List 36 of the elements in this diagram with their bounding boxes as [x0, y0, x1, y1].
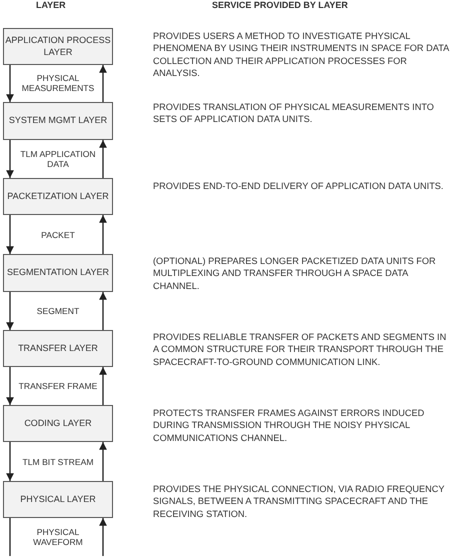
layer-box: [3, 178, 113, 215]
column-heading: LAYER: [36, 0, 66, 10]
arrow: [99, 292, 107, 330]
description-text: PROVIDES USERS A METHOD TO INVESTIGATE PHYSICAL PHENOMENA BY USING THEIR INSTRUMENTS IN SPACE FOR DATA COLLECTION AND THEIR APPLICATION PROCESSES FOR ANALYSIS.: [153, 30, 450, 80]
layer-box: [3, 28, 113, 65]
arrow: [6, 140, 14, 178]
arrow: [99, 518, 107, 556]
layer-name: APPLICATION PROCESS LAYER: [4, 34, 112, 58]
layer-name: PHYSICAL LAYER: [20, 494, 96, 506]
layer-box: [3, 405, 113, 442]
layer-name: TRANSFER LAYER: [18, 342, 98, 354]
arrow: [6, 65, 14, 102]
layer-name: CODING LAYER: [24, 418, 92, 430]
description-text: PROVIDES TRANSLATION OF PHYSICAL MEASUREMENTS INTO SETS OF APPLICATION DATA UNITS.: [153, 101, 435, 126]
arrow: [99, 215, 107, 254]
description-text: PROVIDES THE PHYSICAL CONNECTION, VIA RADIO FREQUENCY SIGNALS, BETWEEN A TRANSMITTING SPACECRAFT AND THE RECEIVING STATION.: [153, 483, 446, 520]
layer-box: [3, 481, 113, 518]
description-text: PROVIDES RELIABLE TRANSFER OF PACKETS AND SEGMENTS IN A COMMON STRUCTURE FOR THEIR TRANSPORT THROUGH THE SPACECRAFT-TO-GROUND COMMUNICATION LINK.: [153, 331, 448, 368]
description-text: PROTECTS TRANSFER FRAMES AGAINST ERRORS INDUCED DURING TRANSMISSION THROUGH THE NOISY PHYSICAL COMMUNICATIONS CHANNEL.: [153, 407, 426, 444]
arrow: [6, 442, 14, 481]
arrow: [99, 65, 107, 102]
layer-box: [3, 254, 113, 292]
arrow: [6, 367, 14, 405]
description-text: (OPTIONAL) PREPARES LONGER PACKETIZED DATA UNITS FOR MULTIPLEXING AND TRANSFER THROUGH A SPACE DATA CHANNEL.: [153, 255, 437, 292]
layer-box: [3, 102, 113, 140]
arrow: [99, 140, 107, 178]
arrow: [6, 215, 14, 254]
layer-name: SYSTEM MGMT LAYER: [8, 115, 108, 127]
arrow: [6, 292, 14, 330]
layer-name: PACKETIZATION LAYER: [7, 190, 109, 202]
arrow: [99, 442, 107, 481]
column-heading: SERVICE PROVIDED BY LAYER: [212, 0, 348, 10]
arrow: [99, 367, 107, 405]
layer-name: SEGMENTATION LAYER: [6, 267, 109, 279]
description-text: PROVIDES END-TO-END DELIVERY OF APPLICATION DATA UNITS.: [153, 180, 444, 192]
layer-box: [3, 330, 113, 367]
